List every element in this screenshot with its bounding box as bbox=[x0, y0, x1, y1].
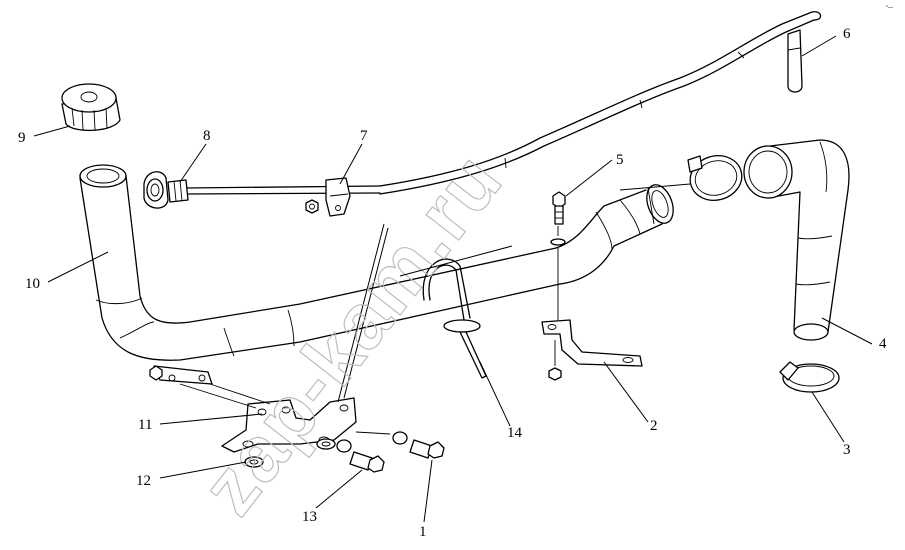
callout-3: 3 bbox=[843, 442, 851, 458]
cable-clip-7 bbox=[305, 177, 351, 217]
vent-tube-6 bbox=[379, 11, 822, 195]
callout-5: 5 bbox=[616, 152, 624, 168]
mount-bracket-11 bbox=[149, 223, 389, 453]
bolts-13-1 bbox=[349, 431, 445, 473]
filler-pipe-10 bbox=[79, 164, 674, 361]
hose-4 bbox=[687, 139, 850, 341]
callout-1: 1 bbox=[419, 524, 427, 540]
callout-6: 6 bbox=[843, 26, 851, 42]
callout-12: 12 bbox=[136, 473, 151, 489]
strap-clamp-14 bbox=[422, 258, 487, 379]
watermark: zap-kam.ru bbox=[184, 136, 519, 530]
bracket-2 bbox=[541, 319, 643, 381]
hose-clamp-3 bbox=[779, 361, 840, 393]
callout-9: 9 bbox=[18, 130, 26, 146]
callout-11: 11 bbox=[138, 417, 152, 433]
callout-13: 13 bbox=[302, 509, 317, 525]
washers-12 bbox=[244, 431, 408, 468]
callout-4: 4 bbox=[879, 336, 887, 352]
filler-cap-9 bbox=[61, 83, 121, 132]
callout-14: 14 bbox=[507, 425, 523, 441]
callout-7: 7 bbox=[360, 128, 368, 144]
callout-10: 10 bbox=[25, 276, 40, 292]
callout-2: 2 bbox=[650, 418, 658, 434]
callout-8: 8 bbox=[203, 128, 211, 144]
bolt-5 bbox=[550, 191, 566, 320]
cable-assembly-8 bbox=[143, 171, 381, 209]
corner-mark: °— bbox=[886, 5, 893, 11]
